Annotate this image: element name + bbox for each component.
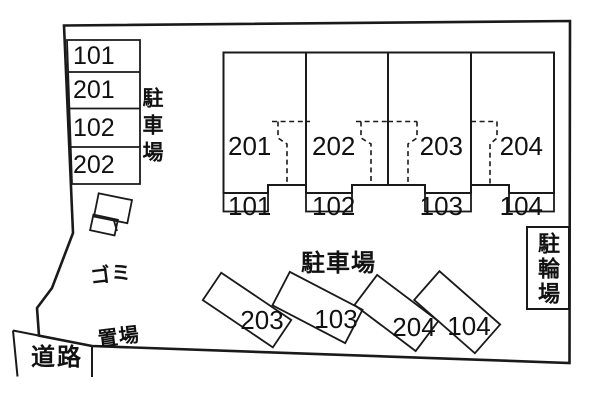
- stall-103-label: 103: [314, 304, 358, 334]
- porch-unit-4: [508, 192, 555, 213]
- bottom-parking-stalls: [201, 269, 502, 355]
- porch-unit-3: [424, 192, 472, 213]
- unit-upper: 203: [419, 131, 463, 161]
- parking-space-101: 101: [73, 42, 115, 70]
- unit-label-4: 204 104: [482, 96, 543, 256]
- parking-space-102: 102: [73, 114, 115, 142]
- stall-204-label: 204: [392, 312, 436, 342]
- bottom-parking-label: 駐車場: [301, 250, 376, 277]
- garbage-line-2: 置場: [96, 324, 142, 352]
- unit-lower: 101: [228, 191, 272, 221]
- parking-space-201: 201: [73, 76, 115, 104]
- porch-unit-1: [222, 192, 269, 213]
- road-outline: [12, 329, 93, 377]
- road-label: 道路: [31, 344, 83, 371]
- unit-upper: 204: [499, 131, 543, 161]
- stall-203-label: 203: [240, 305, 284, 335]
- left-parking-column: [66, 39, 141, 185]
- entrance-path-unit-2: [356, 120, 388, 186]
- unit-lower: 102: [312, 191, 356, 221]
- unit-lower: 103: [419, 191, 463, 221]
- stall-103-rect: [271, 270, 364, 345]
- unit-label-2: 202 102: [312, 96, 355, 256]
- unit-label-1: 201 101: [228, 96, 271, 256]
- stall-104-label: 104: [447, 311, 491, 341]
- unit-label-3: 203 103: [402, 96, 463, 256]
- porch-unit-2: [305, 192, 353, 213]
- entrance-path-unit-3: [388, 120, 418, 186]
- stall-203-rect: [201, 271, 293, 349]
- stall-104-rect: [412, 269, 502, 355]
- unit-upper: 202: [312, 131, 356, 161]
- unit-upper: 201: [228, 131, 272, 161]
- garbage-line-1: ゴミ: [88, 261, 134, 289]
- bicycle-parking-label: 駐輪場: [535, 232, 560, 307]
- left-parking-label: 駐車場: [140, 87, 163, 168]
- stall-204-rect: [353, 273, 440, 353]
- bicycle-parking-box: [526, 226, 570, 310]
- unit-lower: 104: [499, 191, 543, 221]
- entrance-path-unit-4: [471, 120, 498, 186]
- garbage-area-icon: [89, 192, 134, 237]
- entrance-path-unit-1: [272, 120, 310, 186]
- parking-space-202: 202: [73, 151, 115, 179]
